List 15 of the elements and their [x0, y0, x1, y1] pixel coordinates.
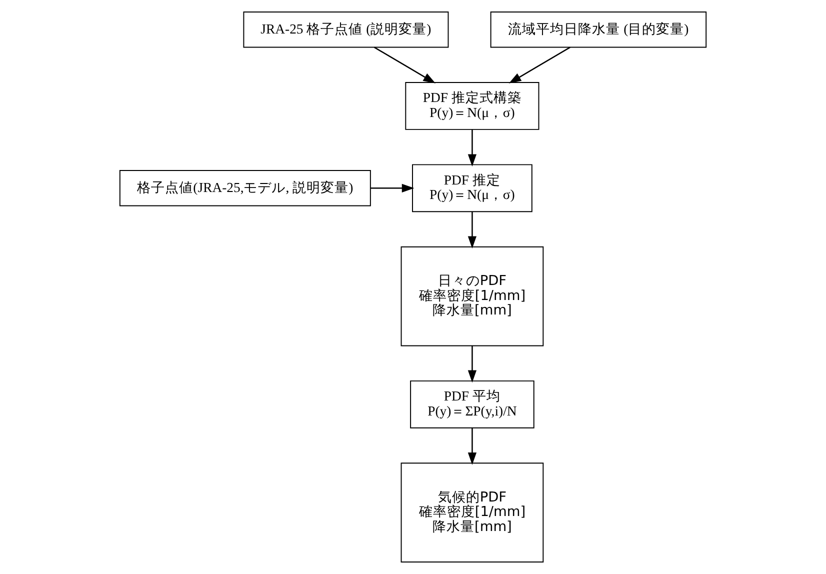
arrow	[468, 130, 477, 167]
arrow	[374, 46, 436, 84]
node-box: PDF 推定式構築 P(y)＝N(μ，σ)	[405, 82, 540, 130]
node-box: PDF 平均 P(y)＝ΣP(y,i)/N	[410, 380, 534, 428]
node-box: PDF 推定 P(y)＝N(μ，σ)	[412, 164, 532, 212]
node-box: 気候的PDF 確率密度[1/mm] 降水量[mm]	[400, 462, 544, 562]
arrow	[508, 46, 570, 84]
arrow	[468, 346, 477, 383]
arrow	[370, 184, 414, 192]
arrow	[468, 212, 477, 249]
node-box: JRA-25 格子点値 (説明変量)	[243, 12, 449, 48]
node-box: 日々のPDF 確率密度[1/mm] 降水量[mm]	[400, 246, 544, 346]
node-box: 流域平均日降水量 (目的変量)	[490, 12, 707, 48]
arrow	[468, 428, 477, 465]
node-box: 格子点値(JRA-25,モデル, 説明変量)	[119, 170, 371, 206]
